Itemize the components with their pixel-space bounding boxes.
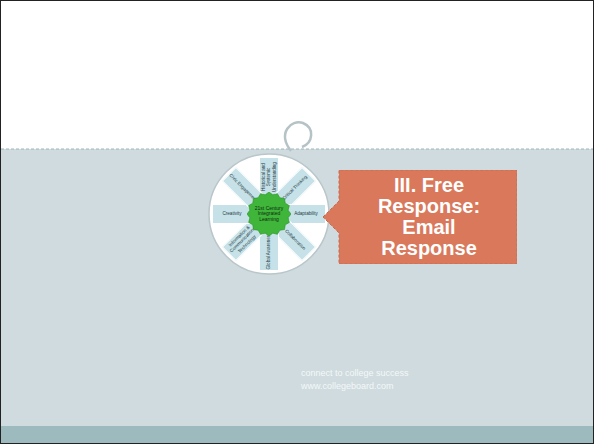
wheel-disc (209, 154, 329, 274)
wheel-layer: Historical and Systemic UnderstandingCri… (209, 154, 329, 274)
centre-badge: 21st Century Integrated Learning (247, 192, 291, 236)
hanger-hook (285, 122, 311, 151)
tag-outline (323, 170, 517, 264)
footer-slogan: connect to college success (301, 368, 409, 378)
footer-url: www.collegeboard.com (301, 381, 394, 391)
lower-panel (1, 149, 593, 429)
segment-label: Global Awareness (266, 232, 271, 270)
footer-bar (1, 426, 593, 443)
badge-shape (247, 192, 291, 236)
wheel-segment: Creativity (212, 204, 252, 224)
centre-label: 21st Century Integrated Learning (254, 206, 284, 223)
dashed-divider (1, 149, 593, 150)
wheel-segment: Global Awareness (259, 231, 279, 271)
segment-label: Historical and Systemic Understanding (261, 158, 276, 196)
section-title: III. Free Response: Email Response (365, 175, 493, 259)
wheel-segment: Adaptability (286, 204, 326, 224)
segment-label: Adaptability (287, 211, 325, 216)
segment-label: Creativity (213, 211, 251, 216)
title-tag: III. Free Response: Email Response (323, 170, 517, 264)
